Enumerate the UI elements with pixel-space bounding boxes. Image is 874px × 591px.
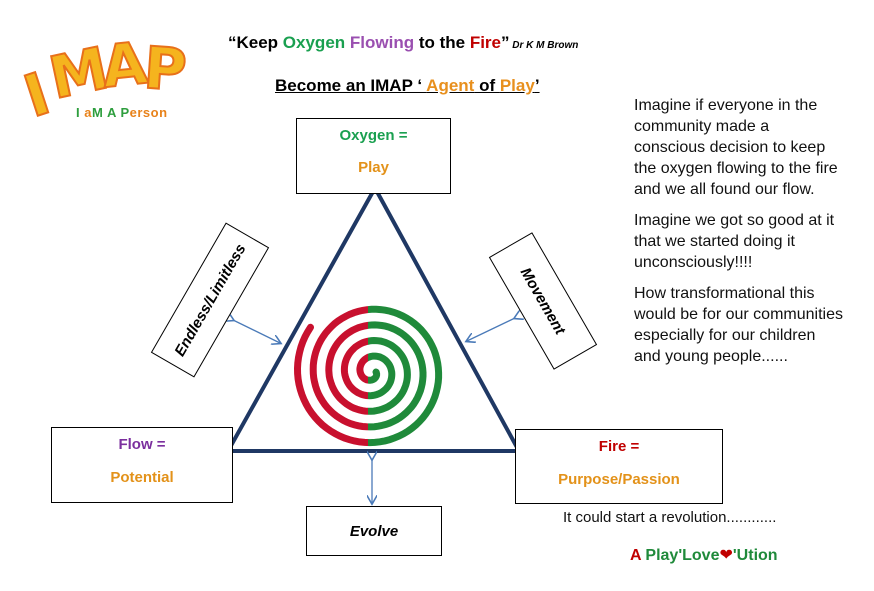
oxygen-label: Oxygen = [339,127,408,144]
spiral [293,305,443,447]
paragraph-2: Imagine we got so good at it that we sta… [634,212,835,271]
revolution-text: It could start a revolution............ [563,509,777,526]
flow-box: Flow = Potential [51,427,233,503]
evolve-label: Evolve [349,522,399,540]
arrow-movement [467,318,515,341]
fire-box: Fire = Purpose/Passion [515,429,723,504]
description-text: Imagine if everyone in the community mad… [634,95,844,377]
oxygen-box: Oxygen = Play [296,118,451,194]
flow-label: Flow = [118,436,166,453]
page-subtitle: Become an IMAP ‘ Agent of Play’ [275,76,540,95]
triangle [224,183,523,453]
potential-label: Potential [110,469,174,486]
heart-icon: ❤ [719,547,733,564]
evolve-box: Evolve [306,506,442,556]
logo-tagline: I aM A Person [76,105,168,120]
page-title: “Keep Oxygen Flowing to the Fire” Dr K M… [228,33,579,52]
paragraph-1: Imagine if everyone in the community mad… [634,97,838,198]
paragraph-3: How transformational this would be for o… [634,285,843,365]
play-love-ution-tagline: A Play'Love❤'Ution [630,547,778,564]
arrow-endless [233,320,280,343]
play-label: Play [358,159,389,176]
fire-label: Fire = [598,438,640,455]
purpose-passion-label: Purpose/Passion [558,471,680,488]
